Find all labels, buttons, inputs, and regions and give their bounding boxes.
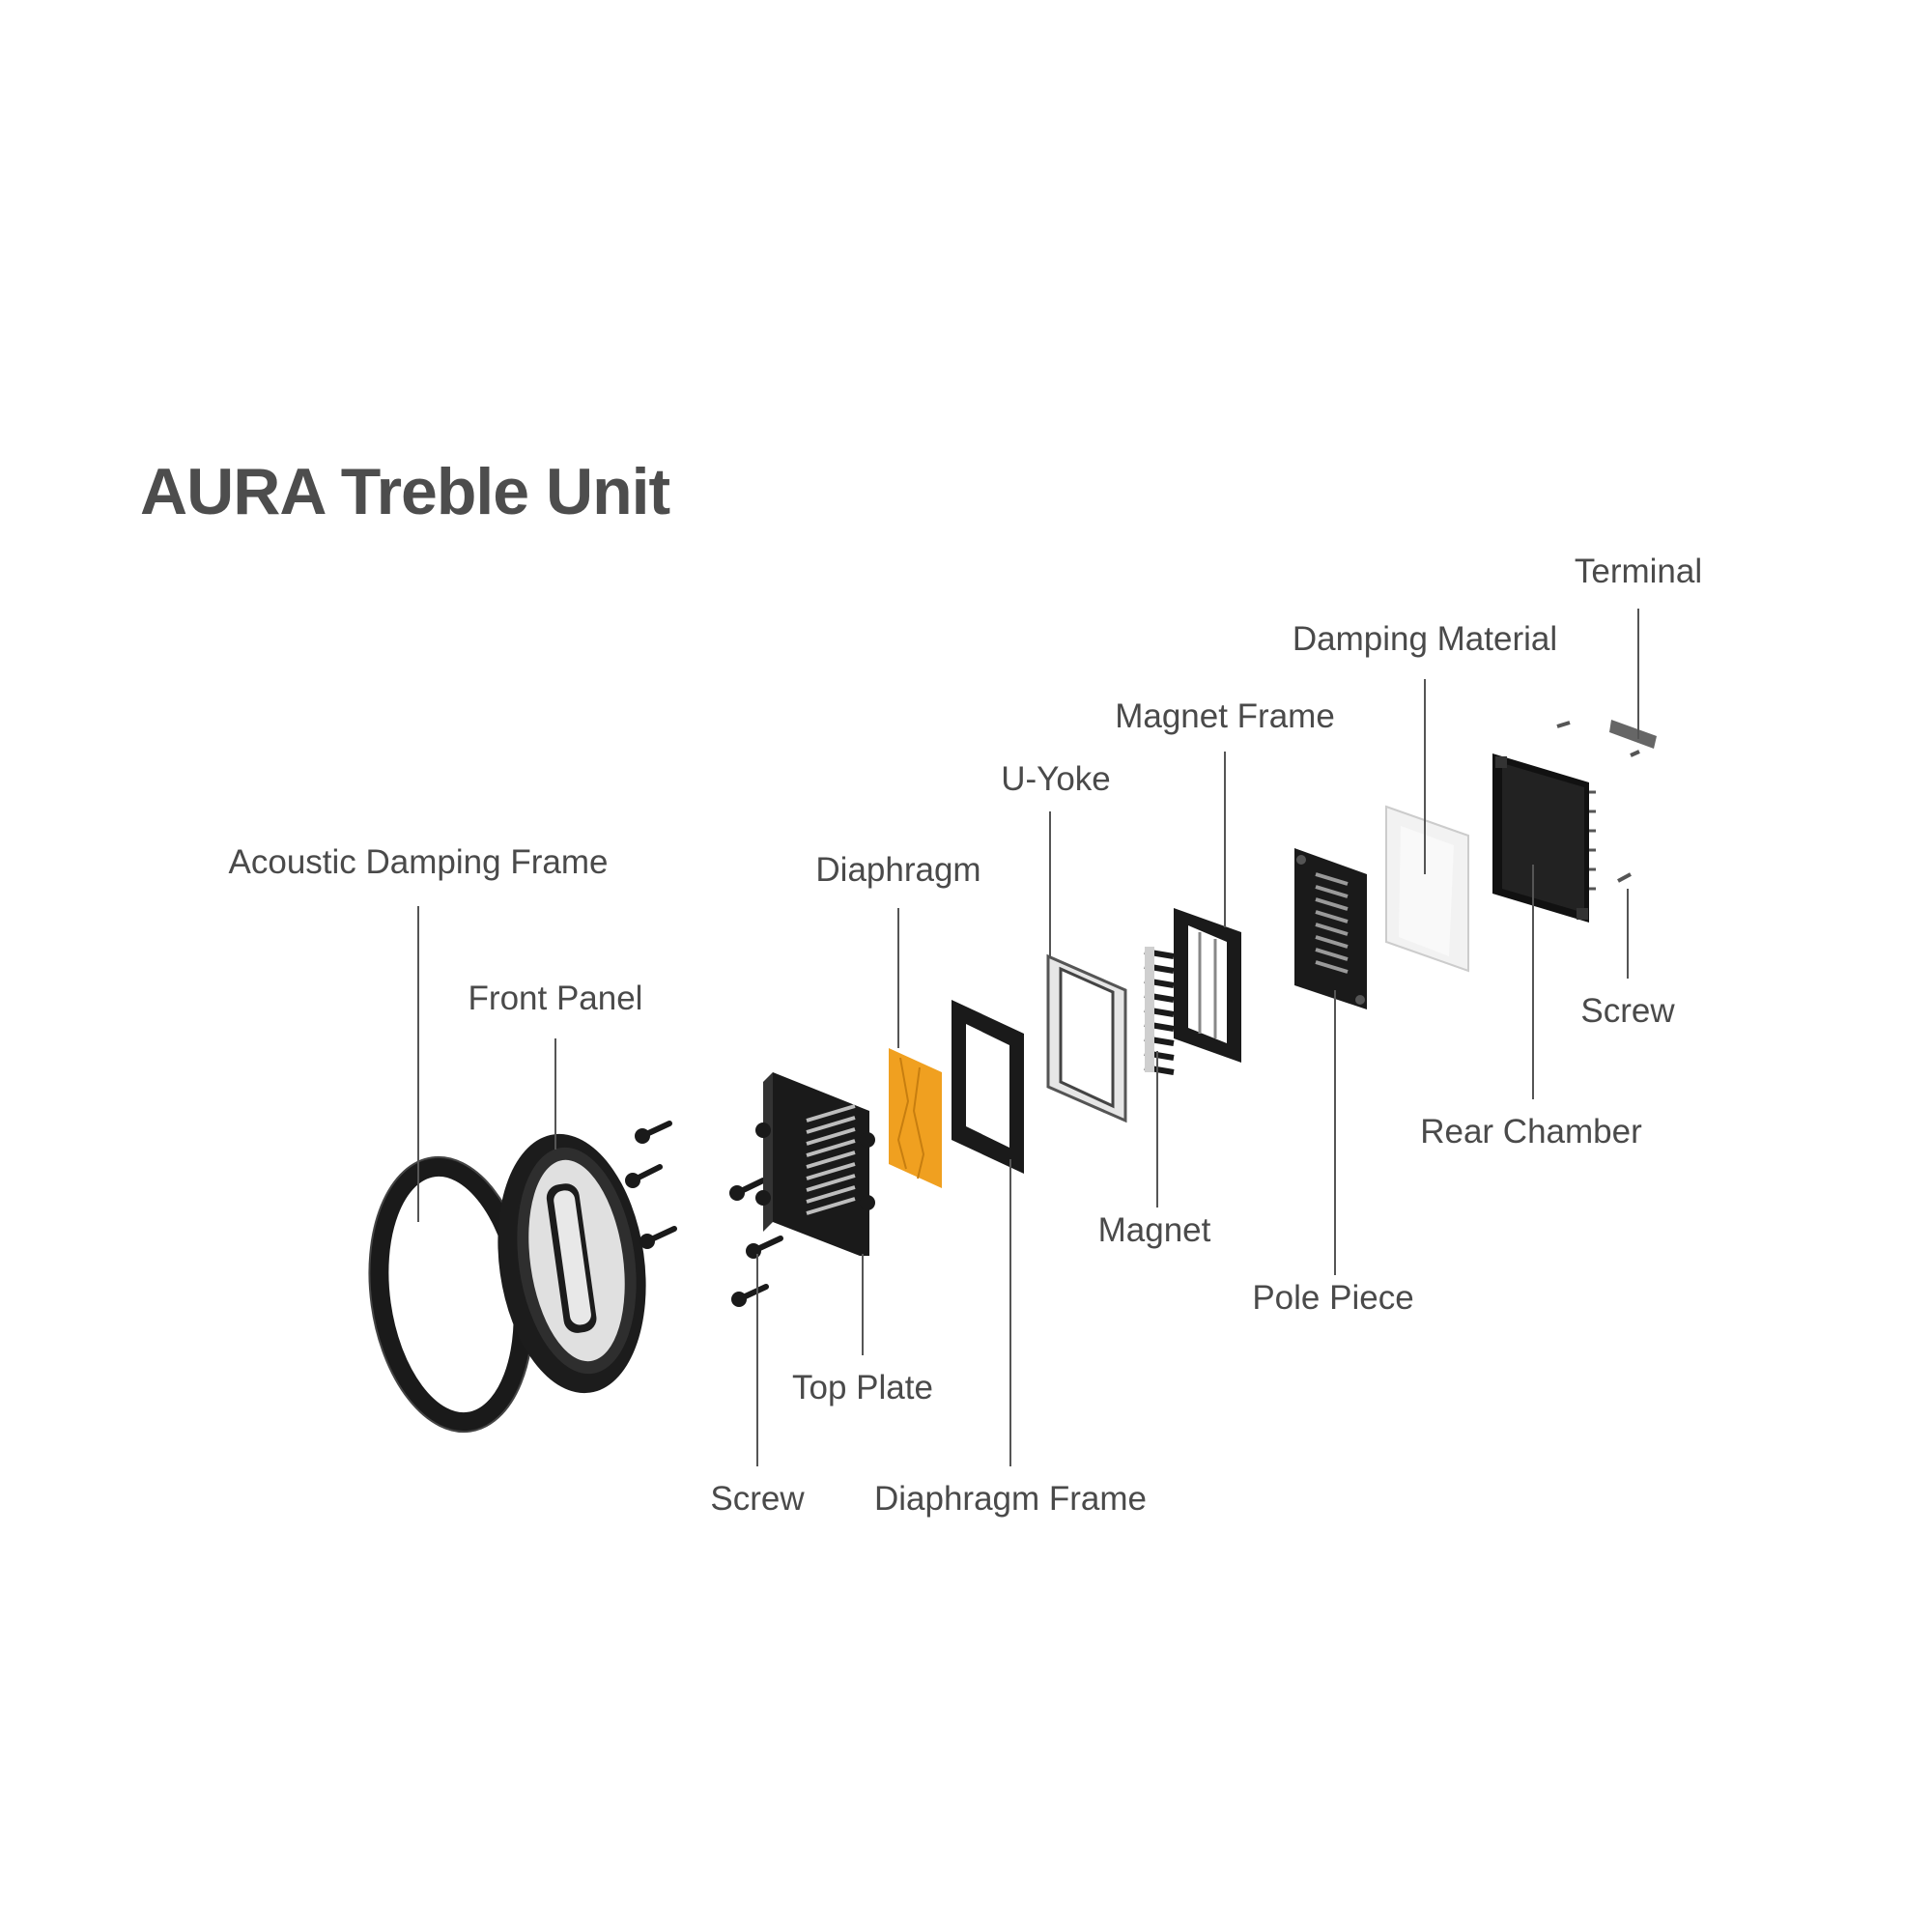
label-diaphragm-frame: Diaphragm Frame xyxy=(874,1480,1147,1518)
label-screw-left: Screw xyxy=(710,1480,805,1518)
label-pole-piece: Pole Piece xyxy=(1252,1279,1413,1317)
pole-piece-part xyxy=(1294,848,1367,1009)
leader-lines xyxy=(417,609,1639,1466)
u-yoke-part xyxy=(1046,953,1127,1123)
screw-right-part xyxy=(1617,872,1632,883)
diaphragm-part xyxy=(889,1048,942,1188)
magnet-part xyxy=(1144,947,1175,1075)
screw-left-part xyxy=(625,1121,783,1307)
label-screw-right: Screw xyxy=(1580,992,1675,1030)
terminal-part xyxy=(1556,720,1657,757)
label-terminal: Terminal xyxy=(1575,553,1702,590)
label-acoustic-damping-frame: Acoustic Damping Frame xyxy=(229,843,609,881)
label-rear-chamber: Rear Chamber xyxy=(1420,1113,1642,1151)
label-magnet: Magnet xyxy=(1098,1211,1211,1249)
label-u-yoke: U-Yoke xyxy=(1001,760,1111,798)
rear-chamber-part xyxy=(1492,753,1596,923)
label-front-panel: Front Panel xyxy=(469,980,643,1017)
label-magnet-frame: Magnet Frame xyxy=(1115,697,1335,735)
magnet-frame-part xyxy=(1174,908,1241,1063)
page-title: AURA Treble Unit xyxy=(140,455,670,528)
diaphragm-frame-part xyxy=(952,1000,1024,1174)
label-top-plate: Top Plate xyxy=(792,1369,933,1406)
damping-material-part xyxy=(1385,805,1469,973)
front-panel-part xyxy=(497,1133,646,1394)
label-damping-material: Damping Material xyxy=(1293,620,1557,658)
label-diaphragm: Diaphragm xyxy=(815,851,980,889)
top-plate-part xyxy=(755,1072,875,1256)
